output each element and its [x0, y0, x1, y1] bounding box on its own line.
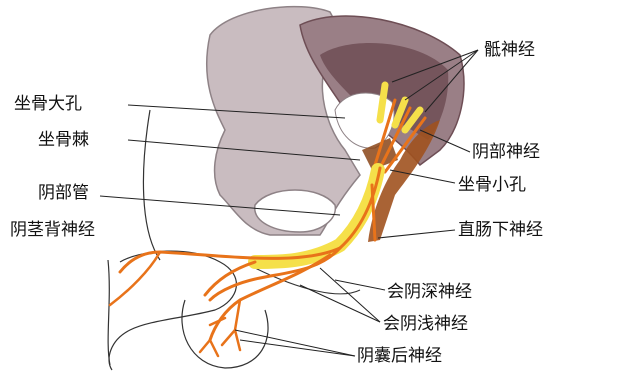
label-deep-perineal-nerve: 会阴深神经 — [387, 282, 472, 302]
label-superficial-perineal-nerve: 会阴浅神经 — [383, 314, 468, 334]
label-inferior-rectal-nerve: 直肠下神经 — [458, 220, 543, 240]
label-pudendal-canal: 阴部管 — [38, 183, 89, 203]
label-greater-sciatic-foramen: 坐骨大孔 — [14, 94, 82, 114]
label-lesser-sciatic-foramen: 坐骨小孔 — [458, 175, 526, 195]
label-dorsal-nerve-of-penis: 阴茎背神经 — [10, 220, 95, 240]
label-ischial-spine: 坐骨棘 — [38, 130, 89, 150]
label-pudendal-nerve: 阴部神经 — [472, 142, 540, 162]
posterior-scrotal-branches — [200, 300, 240, 356]
label-posterior-scrotal-nerve: 阴囊后神经 — [357, 346, 442, 366]
label-sacral-nerve: 骶神经 — [484, 40, 535, 60]
thigh-outline — [108, 110, 160, 365]
